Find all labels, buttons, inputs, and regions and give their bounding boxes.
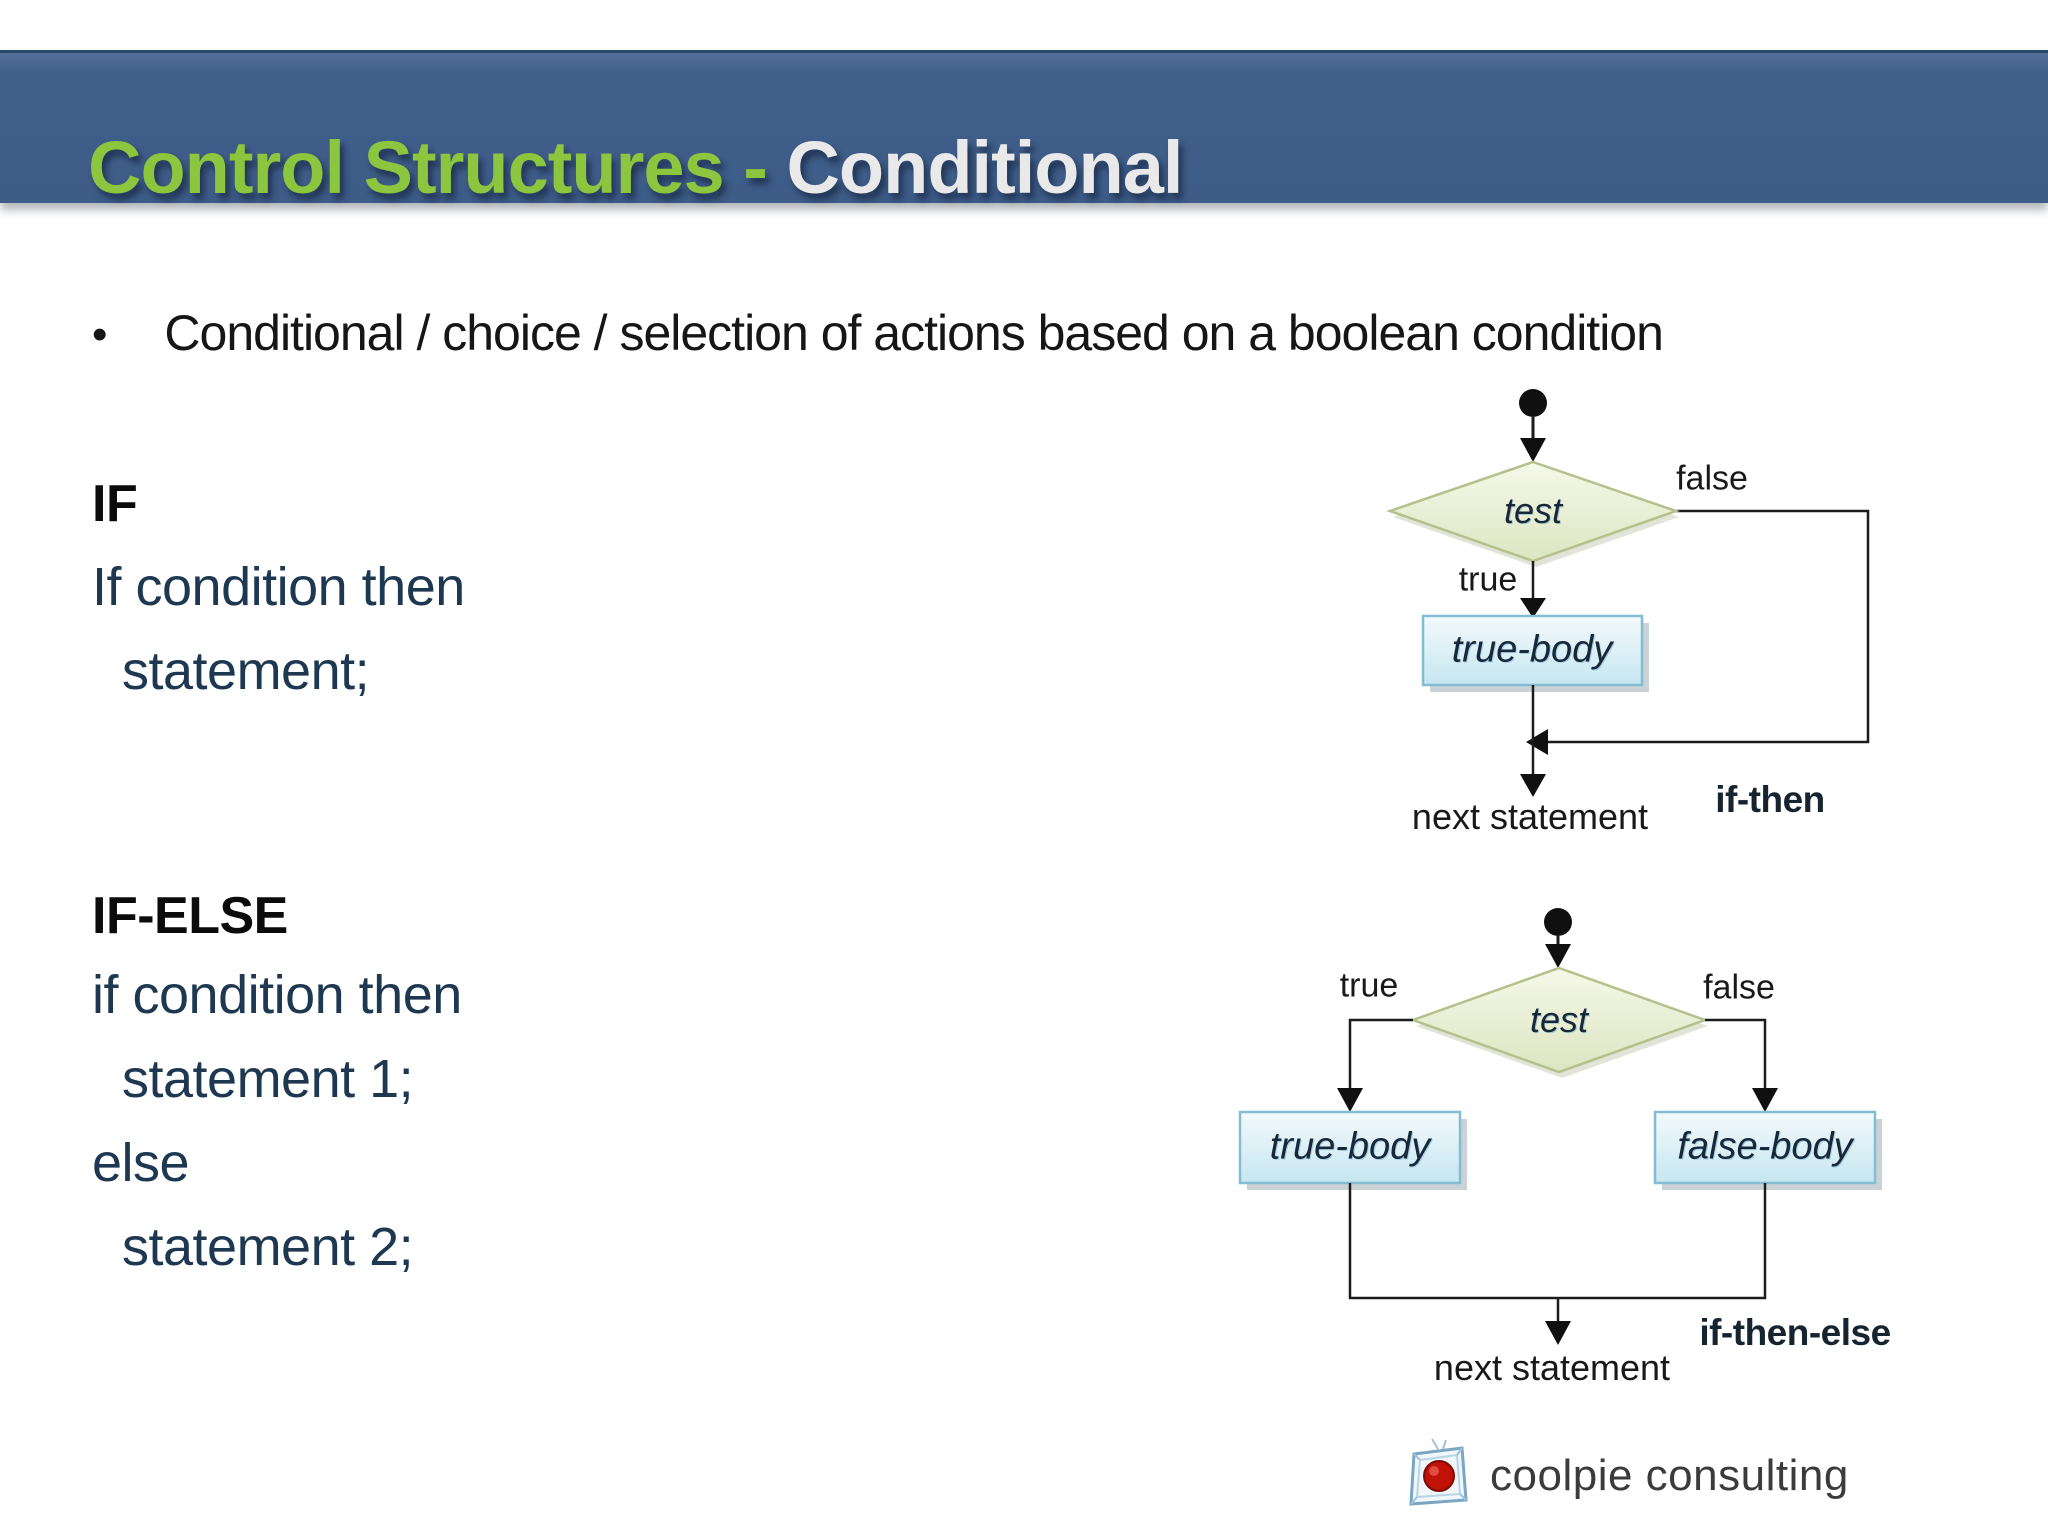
merge-path [1348, 1183, 1767, 1300]
false-label: false [1703, 968, 1775, 1007]
true-label: true [1339, 966, 1399, 1005]
chart-caption: if-then-else [1699, 1312, 1891, 1353]
false-label: false [1676, 459, 1748, 498]
flowchart-if-then-else: test true false true-body false-body nex… [1180, 890, 1940, 1400]
arrowhead-icon [1520, 774, 1546, 797]
arrowhead-icon [1520, 598, 1546, 618]
flowchart-if-then-graphic [1386, 389, 1870, 797]
true-body-label: true-body [1269, 1125, 1431, 1168]
flowchart-if-then-else-graphic [1238, 908, 1882, 1345]
arrowhead-icon [1526, 729, 1548, 755]
arrowhead-icon [1752, 1088, 1778, 1112]
if-else-heading: IF-ELSE [92, 887, 288, 945]
next-statement-label: next statement [1411, 796, 1649, 837]
start-node [1519, 389, 1547, 417]
arrowhead-icon [1337, 1088, 1363, 1112]
true-body-box [1238, 1110, 1462, 1185]
bullet-marker: • [92, 310, 107, 359]
title-part-white: Conditional [786, 126, 1183, 209]
header-bar: Control Structures - Conditional [0, 50, 2048, 209]
arrowhead-icon [1545, 944, 1571, 968]
bullet-item: • Conditional / choice / selection of ac… [92, 304, 1872, 366]
arrowhead-icon [1520, 438, 1546, 462]
logo-text: coolpie consulting [1490, 1451, 1849, 1500]
true-branch-line [1348, 1018, 1413, 1090]
false-path [1548, 509, 1870, 744]
bullet-text: Conditional / choice / selection of acti… [164, 305, 1664, 361]
arrowhead-icon [1545, 1321, 1571, 1345]
false-body-box [1653, 1110, 1877, 1185]
logo: coolpie consulting [1402, 1432, 1849, 1520]
code-line: if condition then [92, 965, 462, 1025]
true-body-box [1421, 614, 1644, 687]
code-line: statement 1; [122, 1049, 414, 1109]
code-line: If condition then [92, 557, 465, 617]
code-line: statement; [122, 641, 370, 701]
test-label: test [1503, 490, 1563, 531]
false-branch-line [1705, 1018, 1767, 1090]
page-title: Control Structures - Conditional [88, 125, 1183, 210]
true-label: true [1458, 560, 1518, 599]
false-body-label: false-body [1677, 1125, 1853, 1168]
code-line: else [92, 1133, 190, 1193]
flowchart-if-then: test false true true-body next statement… [1330, 380, 1930, 850]
ice-cube-icon [1409, 1438, 1468, 1506]
test-diamond [1409, 966, 1709, 1074]
next-statement-label: next statement [1433, 1347, 1671, 1388]
if-heading: IF [92, 475, 138, 533]
start-node [1544, 908, 1572, 936]
title-part-green: Control Structures - [88, 126, 787, 209]
true-body-label: true-body [1451, 628, 1613, 671]
code-line: statement 2; [122, 1217, 414, 1277]
test-label: test [1529, 999, 1589, 1040]
chart-caption: if-then [1715, 779, 1825, 820]
